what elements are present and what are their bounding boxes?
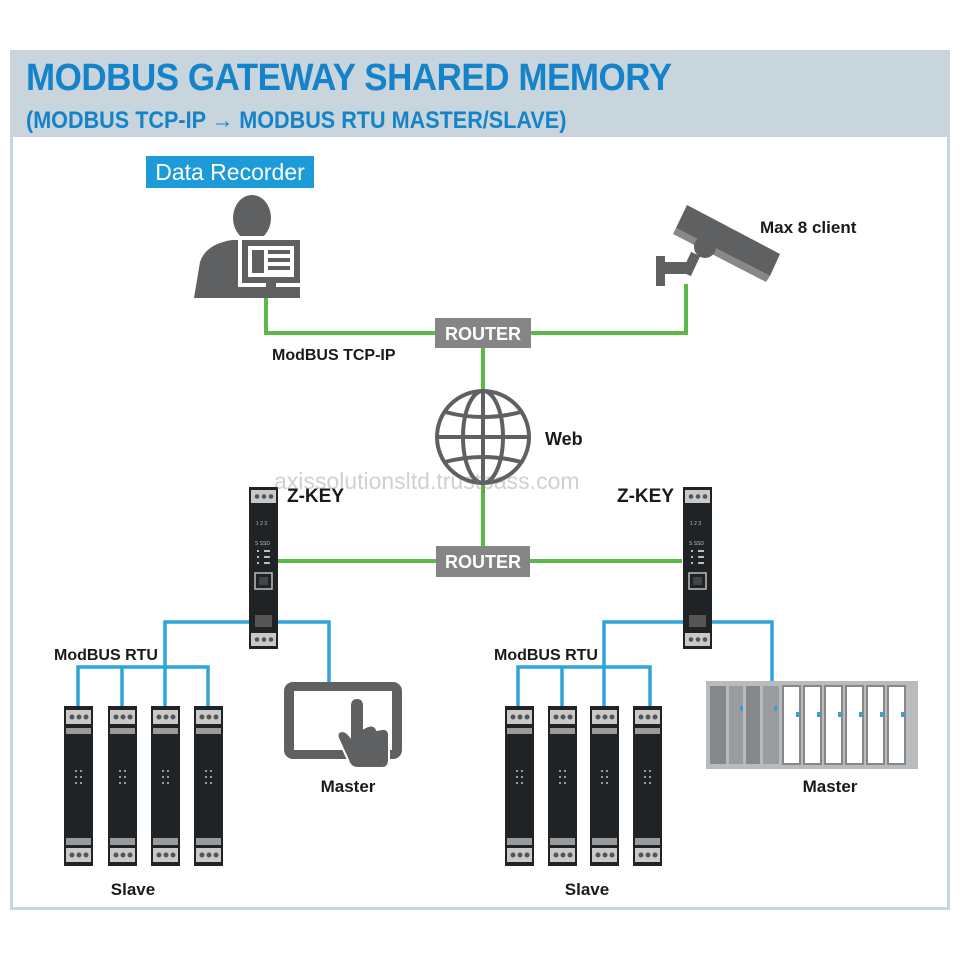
rtu-links (76, 620, 774, 706)
recorder-link (264, 296, 435, 335)
globe-icon (435, 389, 531, 485)
max-client-label: Max 8 client (760, 218, 857, 237)
router-top (435, 318, 531, 348)
router-bottom-label: ROUTER (445, 552, 521, 572)
watermark-text: axissolutionsltd.trustpass.com (274, 468, 580, 494)
slave-right-label: Slave (565, 880, 609, 899)
slave-module (108, 706, 137, 866)
slave-module (548, 706, 577, 866)
modbus-tcp-label: ModBUS TCP-IP (272, 347, 396, 364)
left-slave-group (64, 706, 223, 866)
header-band (13, 53, 947, 137)
zkey-right-device (682, 486, 713, 650)
master-right-label: Master (803, 777, 858, 796)
right-slave-group (505, 706, 662, 866)
slave-module (505, 706, 534, 866)
camera-link (531, 284, 688, 335)
plc-rack-icon (706, 681, 918, 769)
zkey-right-master-link (712, 620, 774, 682)
slave-left-label: Slave (111, 880, 155, 899)
slave-module (194, 706, 223, 866)
modbus-rtu-left-label: ModBUS RTU (54, 647, 158, 664)
slave-module (590, 706, 619, 866)
security-camera-icon (656, 205, 780, 286)
slave-module (151, 706, 180, 866)
router-top-label: ROUTER (445, 324, 521, 344)
left-rtu-bus (76, 665, 210, 706)
modbus-rtu-right-label: ModBUS RTU (494, 647, 598, 664)
zkey-right-label: Z-KEY (617, 486, 674, 507)
right-rtu-bus (516, 665, 652, 706)
ethernet-links (264, 284, 688, 563)
diagram-subtitle: (MODBUS TCP-IP → MODBUS RTU MASTER/SLAVE… (26, 107, 567, 134)
router-bottom (436, 546, 530, 577)
zkey-left-rtu-link (163, 620, 252, 667)
master-left-label: Master (321, 777, 376, 796)
data-recorder-badge (146, 156, 314, 188)
diagram-title: MODBUS GATEWAY SHARED MEMORY (26, 57, 672, 99)
slave-module (64, 706, 93, 866)
touch-panel-icon (284, 682, 402, 769)
zkey-left-label: Z-KEY (287, 486, 344, 507)
zkey-left-device (248, 486, 279, 650)
slave-module (633, 706, 662, 866)
data-recorder-label: Data Recorder (155, 159, 305, 185)
zkey-left-master-link (278, 620, 331, 682)
person-computer-icon (194, 195, 304, 298)
zkey-right-rtu-link (602, 620, 686, 667)
web-label: Web (545, 429, 583, 449)
